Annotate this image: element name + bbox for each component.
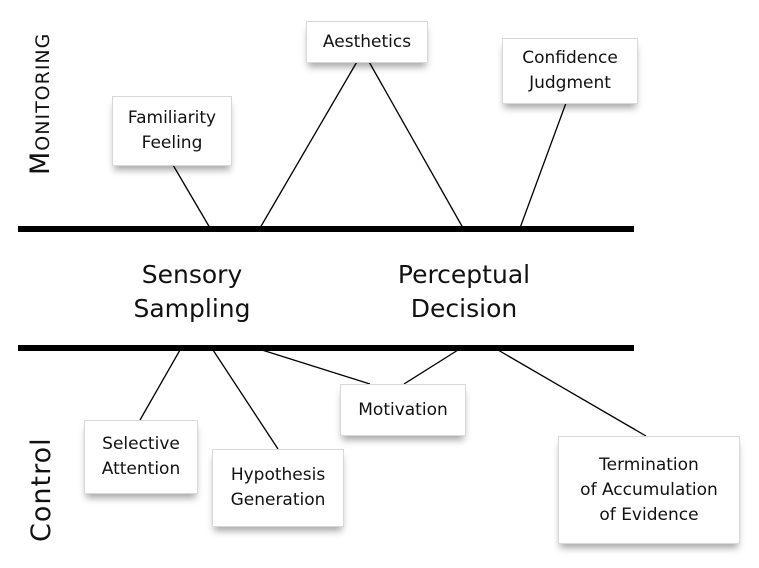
selective-attention-text: Selective Attention: [101, 434, 181, 479]
connector-motivation-left: [261, 349, 371, 385]
connector-motivation-right: [403, 349, 459, 385]
connector-hypothesis: [212, 349, 279, 450]
motivation-text: Motivation: [358, 399, 448, 420]
control-label: Control: [26, 437, 57, 542]
sensory-sampling-label: Sensory Sampling: [133, 260, 251, 323]
motivation-box: Motivation: [340, 384, 466, 436]
connector-termination: [497, 349, 647, 437]
perceptual-decision-label: Perceptual Decision: [397, 260, 531, 323]
connector-selective-attention: [139, 349, 181, 421]
control-axis-title: Control: [26, 436, 60, 542]
monitoring-axis-title: Monitoring: [25, 15, 59, 175]
connector-familiarity: [172, 164, 211, 229]
hypothesis-generation-text: Hypothesis Generation: [230, 465, 326, 510]
termination-text: Termination of Accumulation of Evidence: [580, 454, 718, 525]
connector-aesthetics-right: [367, 59, 464, 229]
monitoring-label: Monitoring: [25, 32, 56, 175]
connector-aesthetics-left: [259, 59, 359, 229]
selective-attention-box: Selective Attention: [84, 420, 198, 494]
hypothesis-generation-box: Hypothesis Generation: [212, 449, 344, 527]
termination-box: Termination of Accumulation of Evidence: [558, 436, 740, 544]
familiarity-feeling-box: Familiarity Feeling: [112, 96, 232, 166]
familiarity-feeling-text: Familiarity Feeling: [127, 108, 217, 153]
connector-confidence: [519, 102, 567, 229]
confidence-judgment-text: Confidence Judgment: [522, 48, 618, 93]
confidence-judgment-box: Confidence Judgment: [502, 38, 638, 104]
aesthetics-text: Aesthetics: [322, 31, 412, 52]
aesthetics-box: Aesthetics: [306, 21, 428, 63]
